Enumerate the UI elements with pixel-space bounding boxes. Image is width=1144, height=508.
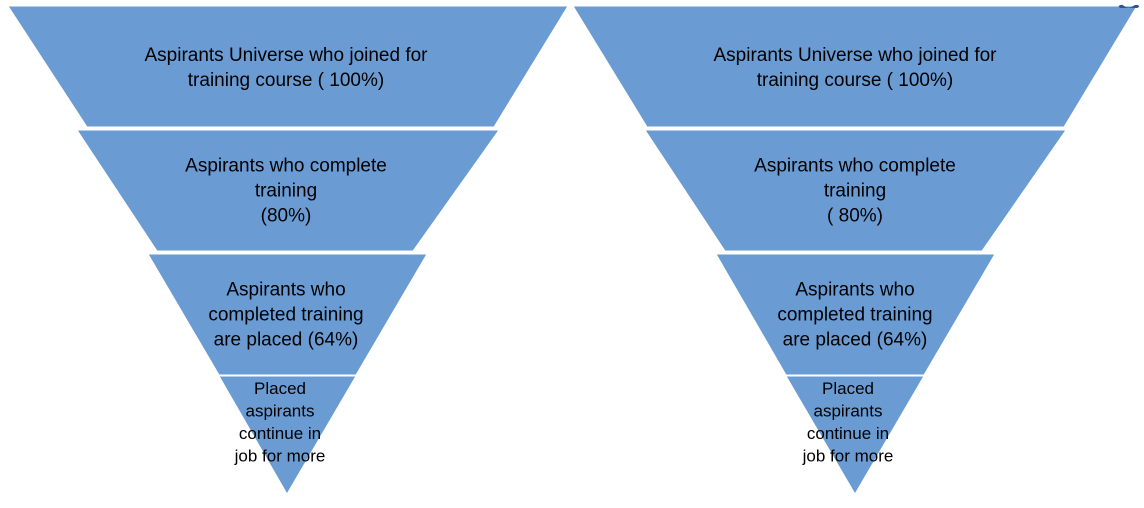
funnel-segment-1 [572,5,1138,128]
funnel-segment-4-label-line: Placed [254,379,306,398]
funnel-segment-1-label: Aspirants Universe who joined for trainin… [713,45,997,91]
funnel-segment-4 [785,375,925,495]
funnel-segment-4-label: Placed aspirants continue in job for more [234,379,326,466]
funnel-segment-2-label-line: training [255,181,317,202]
funnel-segment-3-label-line: Aspirants who [795,280,914,301]
funnel-segment-3-label-line: completed training [208,305,363,326]
funnel-segment-3-label-line: completed training [777,305,932,326]
funnel-segment-4-label-line: job for more [802,447,894,466]
funnel-segment-4-label-line: aspirants [246,402,315,421]
funnel-segment-4-label-line: continue in [807,424,889,443]
funnel-segment-4-label: Placed aspirants continue in job for more [802,379,894,466]
funnel-segment-1-label-line: training course ( 100%) [188,70,384,91]
funnel-right: Aspirants Universe who joined for trainin… [572,5,1138,495]
funnel-segment-3-label-line: are placed (64%) [783,330,928,351]
funnel-segment-1-label-line: Aspirants Universe who joined for [713,45,997,66]
funnel-segment-1-label-line: training course ( 100%) [757,70,953,91]
funnel-segment-2 [76,129,500,252]
funnel-segment-1-label-line: Aspirants Universe who joined for [144,45,428,66]
funnel-segment-1 [7,5,569,128]
funnel-segment-3-label-line: Aspirants who [226,280,345,301]
funnel-segment-2-label: Aspirants who complete training ( 80%) [754,156,956,227]
funnel-segment-1-label: Aspirants Universe who joined for trainin… [144,45,428,91]
funnel-left: Aspirants Universe who joined for trainin… [7,5,569,495]
funnel-segment-2-label: Aspirants who complete training (80%) [185,156,387,227]
funnel-segment-4-label-line: continue in [239,424,321,443]
funnel-segment-2-label-line: ( 80%) [827,206,883,227]
funnel-segment-3-label: Aspirants who completed training are place… [777,280,932,351]
funnel-segment-2-label-line: Aspirants who complete [185,156,387,177]
funnel-segment-3 [715,253,996,376]
funnel-segment-2-label-line: (80%) [261,206,312,227]
funnel-segment-2-label-line: Aspirants who complete [754,156,956,177]
funnel-segment-4 [218,375,357,495]
funnel-segment-2-label-line: training [824,181,886,202]
funnel-segment-3-label: Aspirants who completed training are place… [208,280,363,351]
funnel-segment-3-label-line: are placed (64%) [214,330,359,351]
funnel-segment-2 [644,129,1067,252]
corner-logo-fragment [1116,0,1144,8]
funnel-segment-4-label-line: job for more [234,447,326,466]
funnel-segment-3 [147,253,428,376]
funnel-segment-4-label-line: Placed [822,379,874,398]
funnel-segment-4-label-line: aspirants [814,402,883,421]
